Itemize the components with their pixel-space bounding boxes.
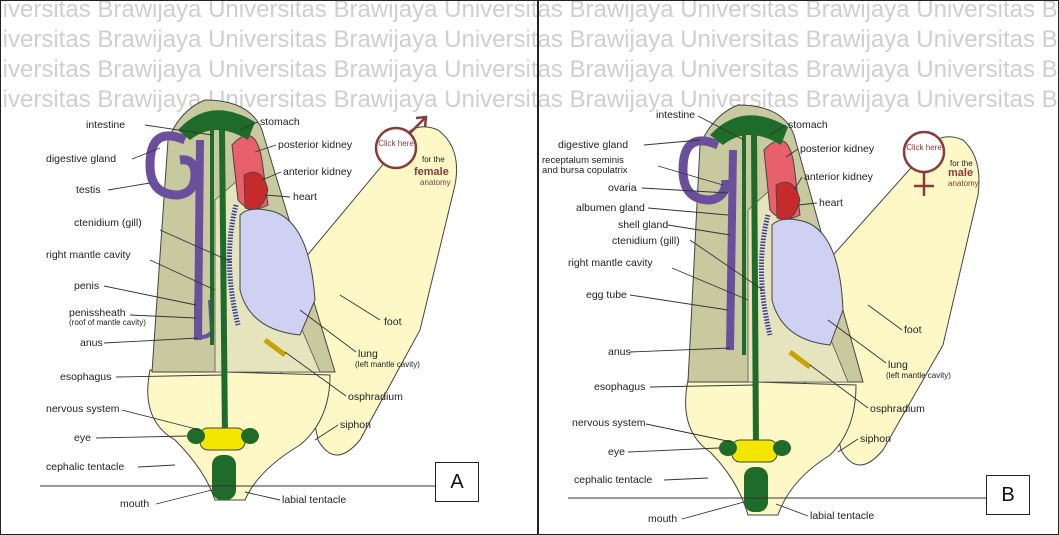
click-text: Click here [378, 139, 414, 148]
label-intestine: intestine [656, 109, 695, 121]
eye-right [773, 440, 791, 456]
label-digestive-gland: digestive gland [558, 139, 628, 151]
label-esophagus: esophagus [60, 371, 111, 383]
label-penis: penis [74, 280, 99, 292]
label-testis: testis [76, 184, 101, 196]
label-penissheath-note: (roof of mantle cavity) [69, 318, 146, 327]
label-mouth: mouth [648, 513, 677, 525]
gut-tube [222, 130, 225, 440]
label-eye: eye [608, 446, 625, 458]
mouth-shape [212, 455, 236, 500]
label-shell: shell gland [618, 219, 668, 231]
panel-b-diagram: Click here for the male anatomy intestin… [538, 0, 1059, 535]
click-text: Click here [906, 143, 942, 152]
label-lung: lung [888, 359, 908, 371]
panel-a-label-box: A [435, 462, 479, 502]
label-siphon: siphon [860, 433, 891, 445]
label-cephalic: cephalic tentacle [46, 461, 124, 473]
label-anterior-kidney: anterior kidney [804, 171, 874, 183]
panel-b-label-box: B [986, 475, 1030, 515]
label-stomach: stomach [788, 119, 828, 131]
label-anterior-kidney: anterior kidney [283, 166, 353, 178]
eye-left [187, 428, 205, 444]
anatomy-word: female [414, 166, 449, 178]
label-eye: eye [74, 432, 91, 444]
panel-b-letter: B [1001, 484, 1014, 507]
label-right-mantle: right mantle cavity [46, 249, 131, 261]
label-heart: heart [819, 197, 843, 209]
label-labial: labial tentacle [810, 510, 874, 522]
label-foot: foot [384, 316, 402, 328]
panel-a-diagram: Click here for the female anatomy intest… [0, 0, 538, 535]
panel-a-letter: A [450, 471, 463, 494]
anatomy-text: anatomy [420, 178, 451, 187]
label-mouth: mouth [120, 498, 149, 510]
label-intestine: intestine [86, 119, 125, 131]
label-ctenidium: ctenidium (gill) [612, 235, 680, 247]
label-osphradium: osphradium [870, 403, 925, 415]
label-digestive-gland: digestive gland [46, 153, 116, 165]
label-stomach: stomach [260, 116, 300, 128]
panel-b: Click here for the male anatomy intestin… [538, 0, 1059, 535]
label-osphradium: osphradium [348, 391, 403, 403]
nerve-ring [732, 440, 777, 462]
label-receptalum-2: and bursa copulatrix [542, 165, 628, 176]
gut-tube [754, 135, 756, 450]
label-foot: foot [904, 324, 922, 336]
gland-tube [730, 150, 733, 350]
label-anus: anus [80, 337, 103, 349]
label-lung: lung [358, 348, 378, 360]
label-nervous: nervous system [572, 417, 646, 429]
label-albumen: albumen gland [576, 202, 645, 214]
gland-tube [198, 140, 200, 340]
label-siphon: siphon [340, 419, 371, 431]
label-posterior-kidney: posterior kidney [800, 143, 875, 155]
label-ctenidium: ctenidium (gill) [74, 217, 142, 229]
label-lung-note: (left mantle cavity) [886, 371, 951, 380]
label-lung-note: (left mantle cavity) [355, 360, 420, 369]
label-cephalic: cephalic tentacle [574, 474, 652, 486]
label-ovaria: ovaria [608, 182, 637, 194]
anatomy-text: anatomy [948, 179, 979, 188]
for-the-text: for the [422, 155, 445, 164]
mouth-shape [744, 467, 768, 512]
label-posterior-kidney: posterior kidney [278, 139, 353, 151]
anatomy-word: male [948, 167, 973, 179]
panel-a: Click here for the female anatomy intest… [0, 0, 538, 535]
label-anus: anus [608, 346, 631, 358]
label-heart: heart [293, 191, 317, 203]
label-esophagus: esophagus [594, 381, 645, 393]
label-right-mantle: right mantle cavity [568, 257, 653, 269]
label-egg-tube: egg tube [586, 289, 627, 301]
label-nervous: nervous system [46, 403, 120, 415]
eye-right [241, 428, 259, 444]
eye-left [719, 440, 737, 456]
label-labial: labial tentacle [282, 494, 346, 506]
nerve-ring [200, 428, 245, 450]
